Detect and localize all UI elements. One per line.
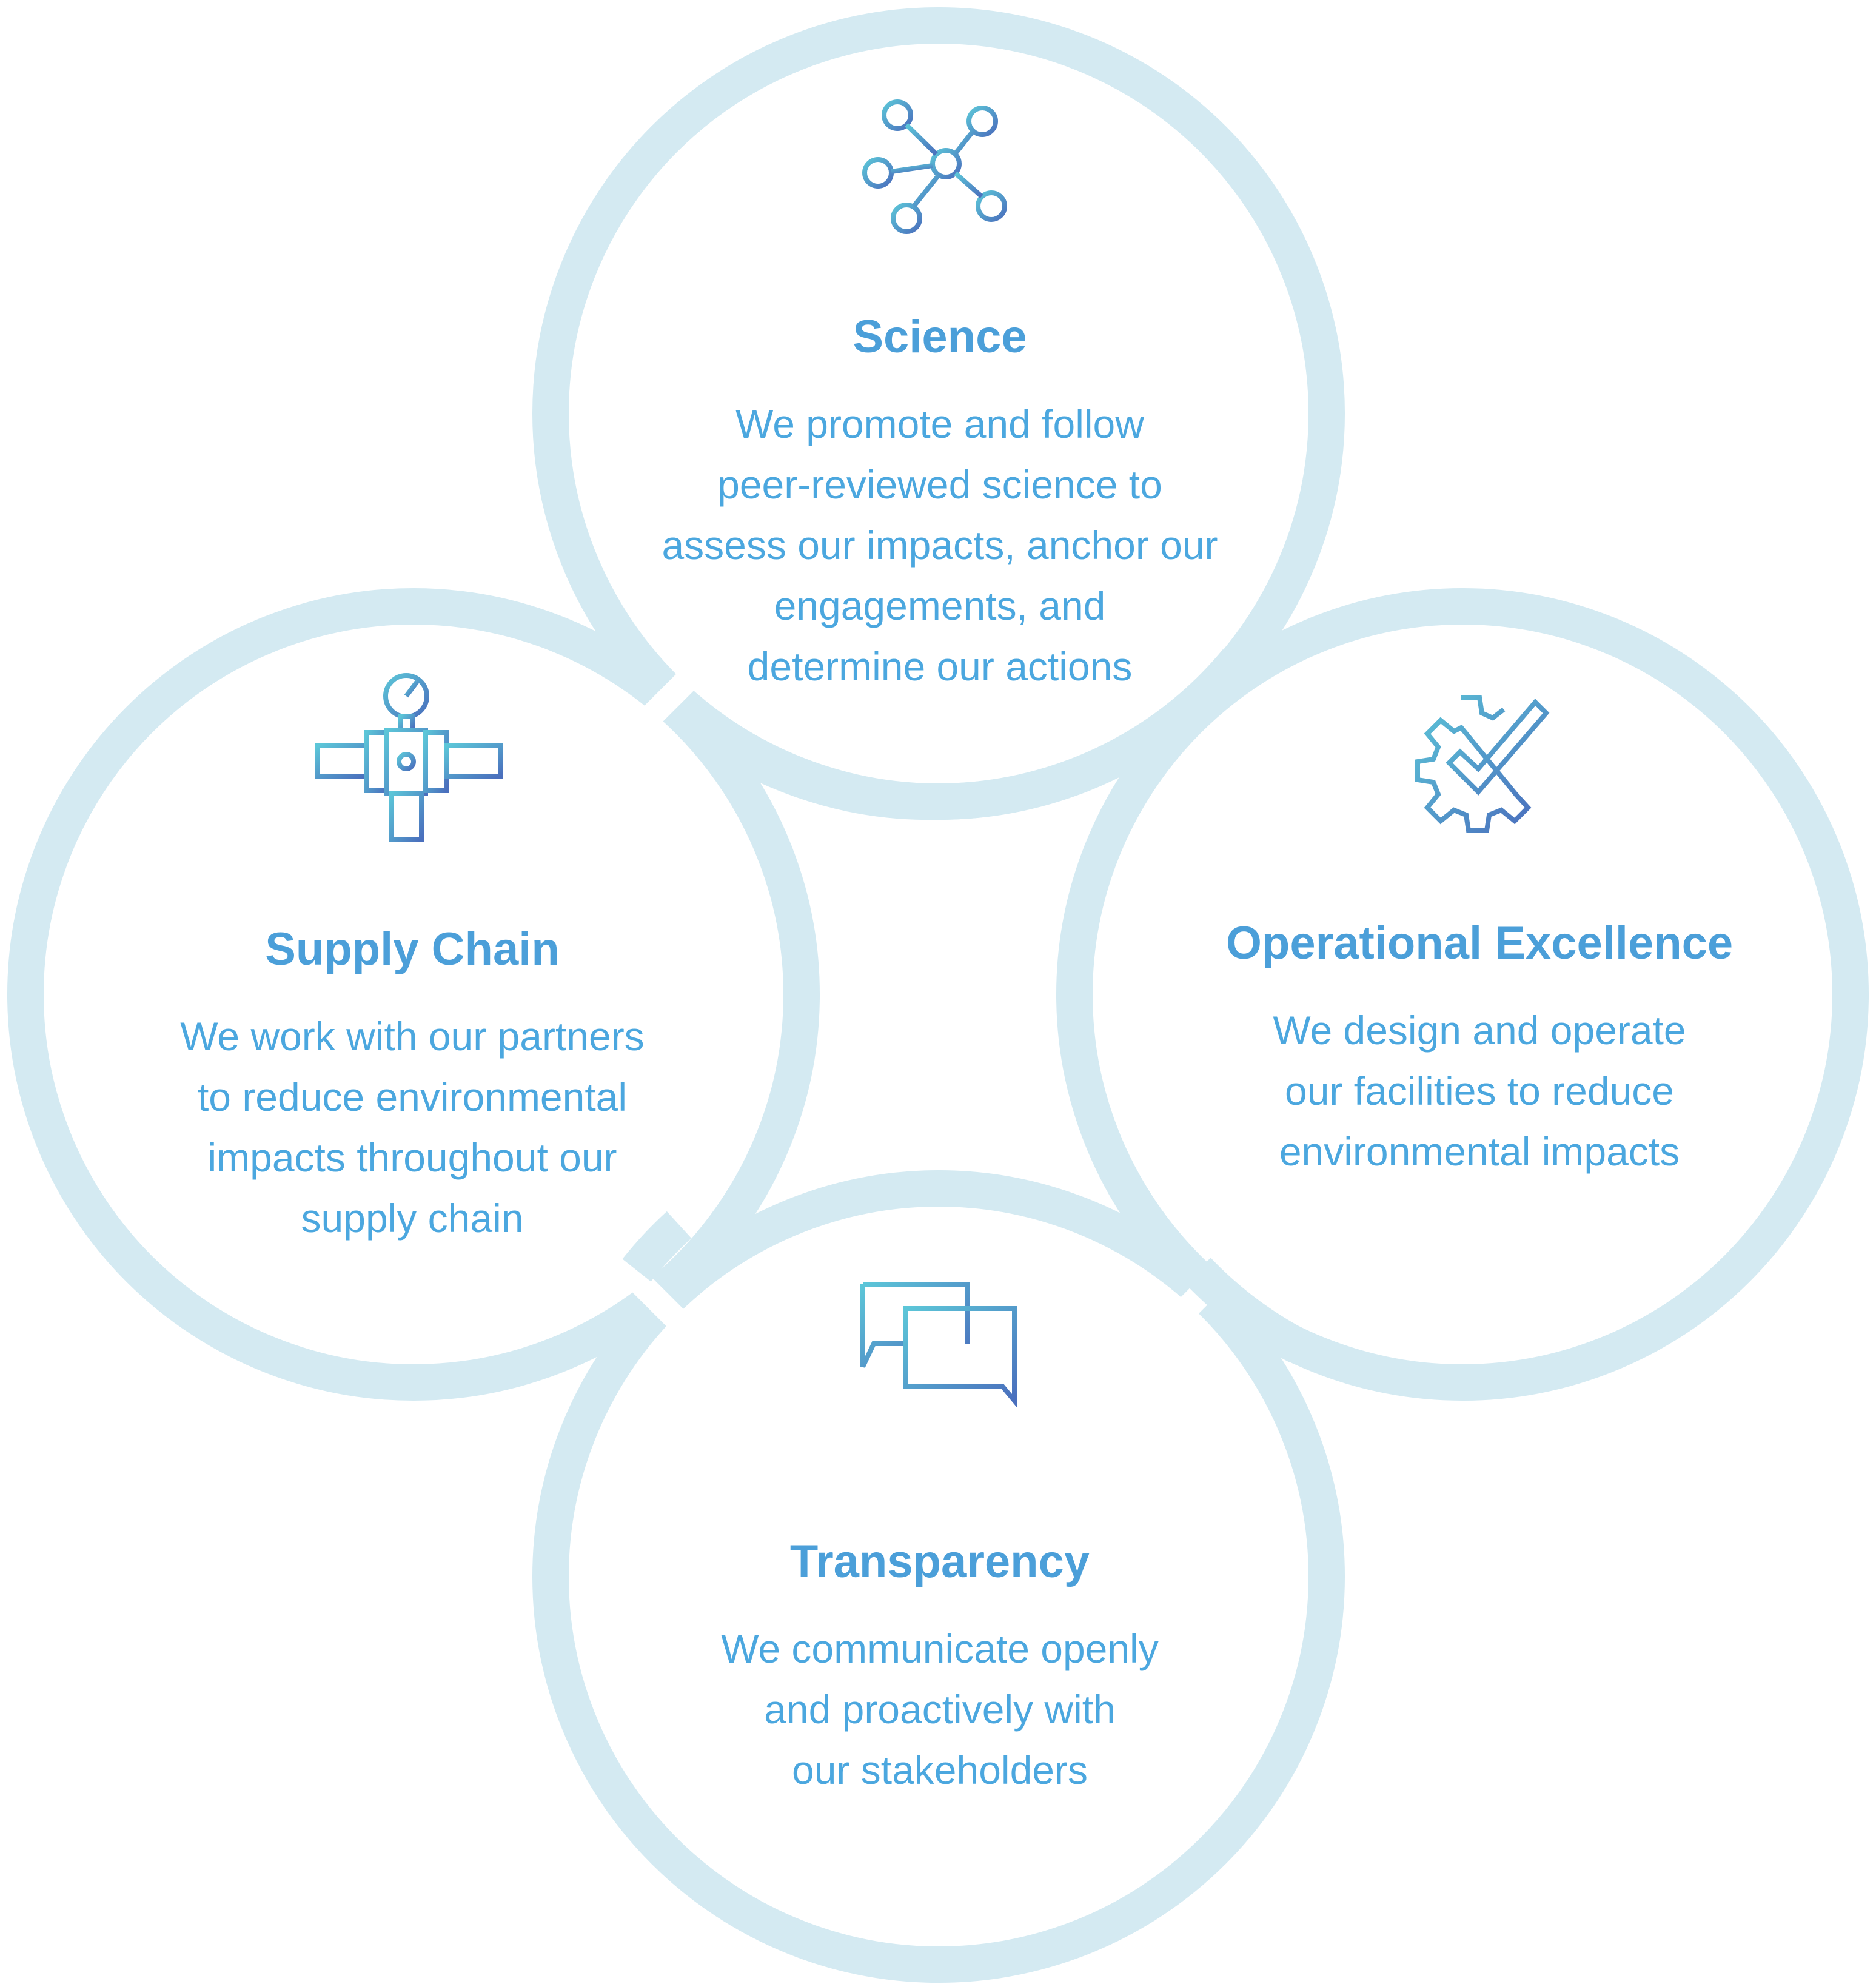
- pillar-science: Science We promote and follow peer-revie…: [606, 91, 1273, 697]
- gear-check-icon: [1415, 695, 1550, 833]
- pillar-title-transparency: Transparency: [789, 1536, 1090, 1587]
- pipe-valve-icon: [315, 673, 503, 842]
- pillar-transparency: Transparency We communicate openly and p…: [606, 1279, 1273, 1800]
- pillar-title-science: Science: [853, 311, 1027, 363]
- ring-transparency: [532, 1170, 1345, 1983]
- pillar-body-science: We promote and follow peer-reviewed scie…: [662, 401, 1218, 689]
- pillar-supply-chain: Supply Chain We work with our partners t…: [109, 673, 715, 1248]
- pillar-body-operational-excellence: We design and operate our facilities to …: [1273, 1008, 1686, 1174]
- pillar-body-supply-chain: We work with our partners to reduce envi…: [180, 1014, 645, 1241]
- chat-bubbles-icon: [860, 1282, 1017, 1408]
- pillar-operational-excellence: Operational Excellence We design and ope…: [1158, 691, 1801, 1182]
- pillar-body-transparency: We communicate openly and proactively wi…: [721, 1626, 1159, 1793]
- ring-operational: [1056, 588, 1869, 1401]
- network-icon: [862, 99, 1007, 234]
- pillar-title-supply-chain: Supply Chain: [265, 923, 560, 975]
- ring-supply-chain: [7, 588, 820, 1401]
- pillar-title-operational-excellence: Operational Excellence: [1225, 917, 1734, 969]
